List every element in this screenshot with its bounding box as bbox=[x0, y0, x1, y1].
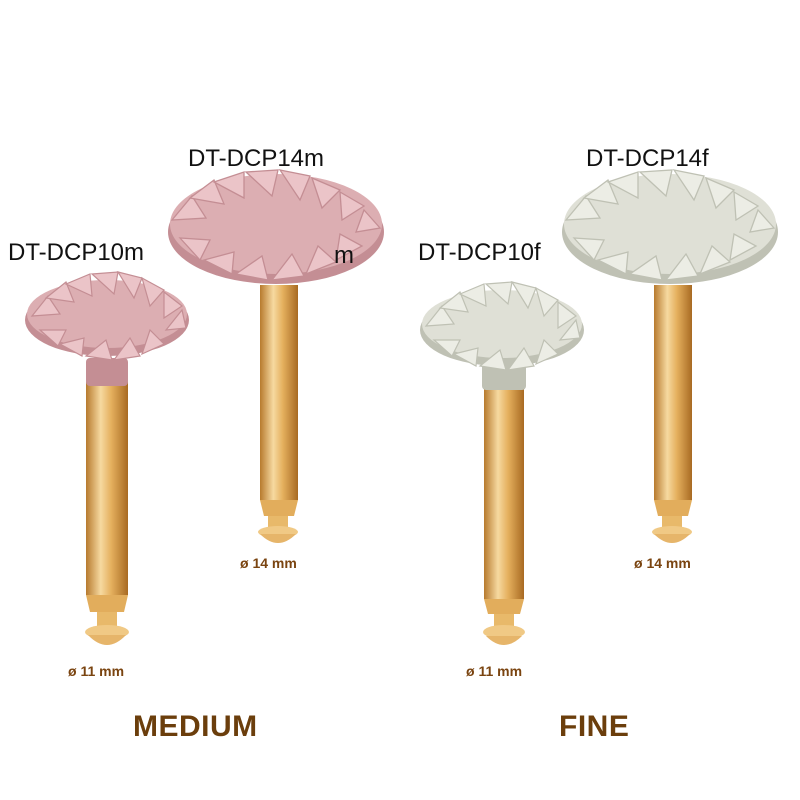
disc-14f bbox=[562, 169, 778, 284]
diameter-label-dcp10f: ø 11 mm bbox=[466, 663, 523, 679]
disc-10f bbox=[420, 281, 584, 371]
diameter-label-dcp10m: ø 11 mm bbox=[68, 663, 125, 679]
model-label-dcp14m: DT-DCP14m bbox=[188, 145, 325, 172]
model-label-dcp14f: DT-DCP14f bbox=[586, 145, 709, 172]
grade-label-fine: FINE bbox=[559, 710, 630, 743]
grade-label-medium: MEDIUM bbox=[133, 710, 258, 743]
model-label-dcp10f: DT-DCP10f bbox=[418, 239, 541, 266]
model-label-dcp10m: DT-DCP10m bbox=[8, 239, 145, 266]
disc-10m bbox=[25, 271, 189, 361]
stray-text-m: m bbox=[334, 242, 354, 269]
disc-14m bbox=[168, 169, 384, 284]
diameter-label-dcp14f: ø 14 mm bbox=[634, 555, 691, 571]
diameter-label-dcp14m: ø 14 mm bbox=[240, 555, 297, 571]
